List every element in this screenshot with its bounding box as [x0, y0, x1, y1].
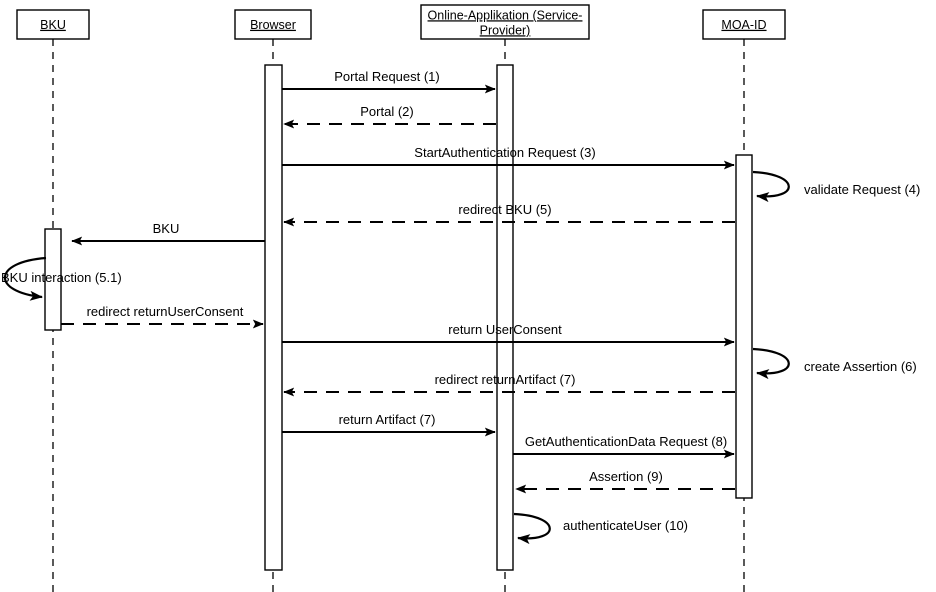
activation-bar-moaid [735, 154, 753, 499]
message-selfloop-authenticateuser [513, 512, 551, 545]
participant-label-moaid: MOA-ID [721, 18, 766, 32]
message-label-redirect-returnuserconsent: redirect returnUserConsent [87, 304, 244, 319]
participant-label-bku: BKU [40, 18, 66, 32]
participant-label-sp-line2: Provider) [480, 23, 531, 37]
message-label-return-artifact: return Artifact (7) [339, 412, 436, 427]
participant-label-browser: Browser [250, 18, 296, 32]
activation-bar-sp [496, 64, 514, 571]
activation-bar-browser [264, 64, 283, 571]
message-label-portal-request: Portal Request (1) [334, 69, 440, 84]
message-label-validate-request: validate Request (4) [804, 182, 920, 197]
message-label-startauthentication-request: StartAuthentication Request (3) [414, 145, 595, 160]
message-label-bku: BKU [153, 221, 180, 236]
message-selfloop-validate-request [752, 170, 790, 203]
message-label-redirect-bku: redirect BKU (5) [458, 202, 551, 217]
participant-label-sp-line1: Online-Applikation (Service- [428, 8, 583, 22]
participant-box-bku[interactable] [16, 9, 90, 40]
message-label-redirect-returnartifact: redirect returnArtifact (7) [435, 372, 576, 387]
participant-box-browser[interactable] [234, 9, 312, 40]
message-label-return-userconsent: return UserConsent [448, 322, 562, 337]
message-selfloop-create-assertion [752, 347, 790, 380]
message-label-getauthenticationdata-request: GetAuthenticationData Request (8) [525, 434, 727, 449]
message-label-authenticateuser: authenticateUser (10) [563, 518, 688, 533]
message-label-create-assertion: create Assertion (6) [804, 359, 917, 374]
message-label-assertion: Assertion (9) [589, 469, 663, 484]
message-label-bku-interaction: BKU interaction (5.1) [1, 270, 122, 285]
participant-box-moaid[interactable] [702, 9, 786, 40]
participant-box-sp[interactable] [420, 4, 590, 40]
message-label-portal: Portal (2) [360, 104, 413, 119]
activation-bar-bku [44, 228, 62, 331]
message-selfloop-bku-interaction [3, 256, 47, 301]
